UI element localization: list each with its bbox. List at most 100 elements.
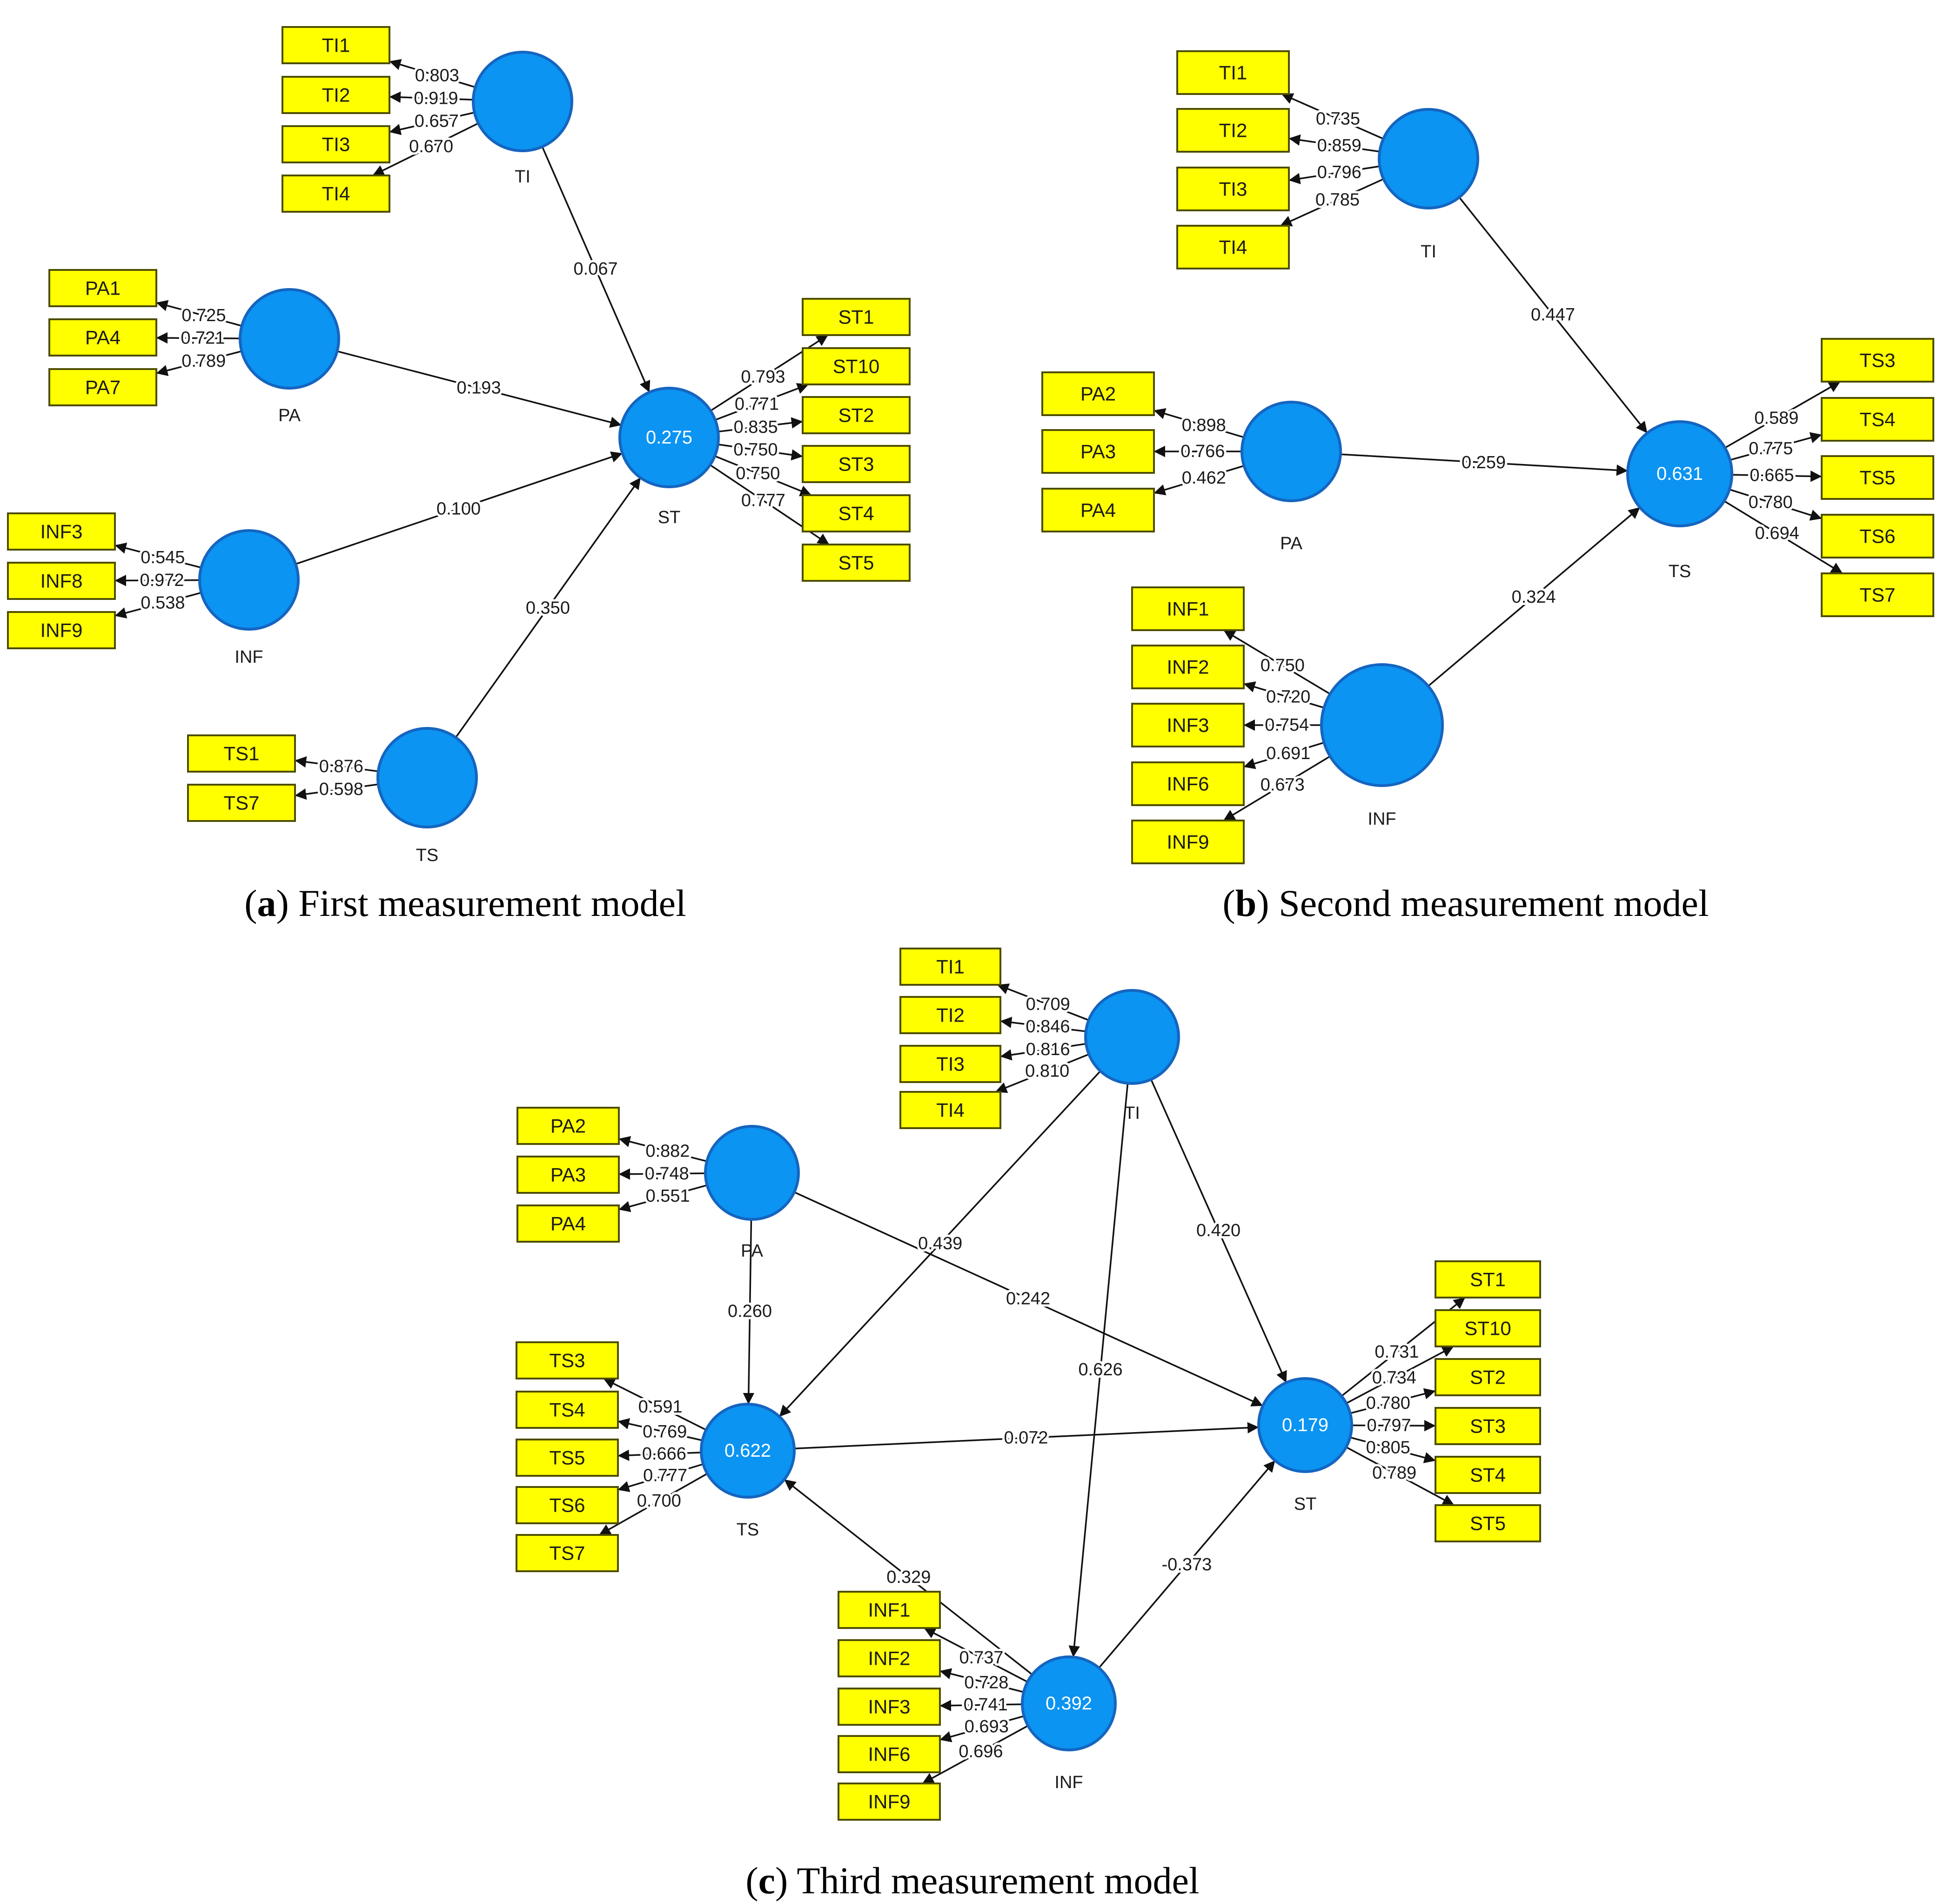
indicator-ts4-c[interactable]: TS4: [516, 1391, 619, 1429]
indicator-st2-c[interactable]: ST2: [1435, 1358, 1541, 1396]
indicator-box[interactable]: [516, 1534, 619, 1572]
indicator-inf9-a[interactable]: INF9: [7, 611, 116, 649]
indicator-box[interactable]: [282, 26, 390, 64]
indicator-pa1-a[interactable]: PA1: [48, 269, 157, 307]
latent-circle[interactable]: [376, 727, 478, 828]
latent-ts-a[interactable]: TS: [376, 727, 478, 865]
indicator-inf3-a[interactable]: INF3: [7, 512, 116, 551]
indicator-box[interactable]: [802, 445, 911, 483]
indicator-st3-a[interactable]: ST3: [802, 445, 911, 483]
latent-ti-a[interactable]: TI: [472, 51, 573, 187]
indicator-box[interactable]: [1131, 645, 1245, 689]
indicator-ts5-c[interactable]: TS5: [516, 1439, 619, 1477]
indicator-inf9-c[interactable]: INF9: [838, 1783, 941, 1821]
indicator-ts5-b[interactable]: TS5: [1821, 455, 1934, 500]
indicator-box[interactable]: [516, 1439, 619, 1477]
indicator-box[interactable]: [48, 318, 157, 357]
indicator-box[interactable]: [899, 1091, 1001, 1129]
latent-circle[interactable]: [1241, 401, 1342, 502]
latent-circle[interactable]: [198, 529, 300, 631]
indicator-box[interactable]: [1131, 703, 1245, 747]
indicator-box[interactable]: [516, 1204, 620, 1243]
indicator-box[interactable]: [1176, 167, 1290, 211]
indicator-box[interactable]: [802, 494, 911, 532]
indicator-box[interactable]: [838, 1783, 941, 1821]
indicator-box[interactable]: [802, 396, 911, 434]
indicator-box[interactable]: [282, 125, 390, 163]
indicator-ti4-c[interactable]: TI4: [899, 1091, 1001, 1129]
indicator-box[interactable]: [1435, 1456, 1541, 1494]
indicator-ts7-a[interactable]: TS7: [187, 784, 296, 822]
indicator-box[interactable]: [899, 1045, 1001, 1083]
indicator-box[interactable]: [7, 562, 116, 600]
indicator-ti4-b[interactable]: TI4: [1176, 225, 1290, 269]
indicator-inf2-b[interactable]: INF2: [1131, 645, 1245, 689]
latent-ti-c[interactable]: TI: [1084, 989, 1180, 1123]
indicator-box[interactable]: [516, 1341, 619, 1379]
indicator-box[interactable]: [48, 269, 157, 307]
indicator-box[interactable]: [1131, 586, 1245, 631]
indicator-ti2-a[interactable]: TI2: [282, 76, 390, 114]
indicator-ts3-c[interactable]: TS3: [516, 1341, 619, 1379]
indicator-ti3-a[interactable]: TI3: [282, 125, 390, 163]
indicator-ts3-b[interactable]: TS3: [1821, 338, 1934, 383]
indicator-st4-a[interactable]: ST4: [802, 494, 911, 532]
latent-circle[interactable]: [239, 288, 340, 390]
indicator-inf3-b[interactable]: INF3: [1131, 703, 1245, 747]
indicator-inf6-b[interactable]: INF6: [1131, 761, 1245, 806]
indicator-inf2-c[interactable]: INF2: [838, 1639, 941, 1677]
indicator-ts6-b[interactable]: TS6: [1821, 514, 1934, 558]
indicator-ts1-a[interactable]: TS1: [187, 734, 296, 773]
indicator-box[interactable]: [802, 298, 911, 336]
latent-circle[interactable]: [1257, 1377, 1353, 1473]
indicator-box[interactable]: [282, 76, 390, 114]
latent-circle[interactable]: [1021, 1655, 1117, 1751]
indicator-box[interactable]: [802, 347, 911, 385]
indicator-box[interactable]: [516, 1156, 620, 1194]
indicator-box[interactable]: [838, 1591, 941, 1629]
indicator-st10-a[interactable]: ST10: [802, 347, 911, 385]
indicator-box[interactable]: [1821, 572, 1934, 617]
indicator-pa3-b[interactable]: PA3: [1041, 429, 1155, 474]
indicator-inf1-b[interactable]: INF1: [1131, 586, 1245, 631]
latent-circle[interactable]: [704, 1125, 800, 1221]
latent-inf-b[interactable]: INF: [1320, 663, 1444, 829]
indicator-box[interactable]: [1176, 108, 1290, 153]
indicator-inf9-b[interactable]: INF9: [1131, 820, 1245, 864]
indicator-st2-a[interactable]: ST2: [802, 396, 911, 434]
indicator-ts6-c[interactable]: TS6: [516, 1486, 619, 1524]
indicator-pa4-c[interactable]: PA4: [516, 1204, 620, 1243]
indicator-box[interactable]: [7, 512, 116, 551]
indicator-box[interactable]: [1435, 1407, 1541, 1445]
indicator-box[interactable]: [1041, 488, 1155, 532]
indicator-box[interactable]: [1435, 1309, 1541, 1347]
indicator-box[interactable]: [1821, 455, 1934, 500]
latent-circle[interactable]: [1626, 420, 1733, 527]
indicator-ti2-c[interactable]: TI2: [899, 996, 1001, 1034]
latent-circle[interactable]: [618, 387, 720, 488]
latent-pa-a[interactable]: PA: [239, 288, 340, 425]
latent-circle[interactable]: [1378, 108, 1479, 209]
indicator-pa2-c[interactable]: PA2: [516, 1107, 620, 1145]
indicator-ti1-b[interactable]: TI1: [1176, 50, 1290, 95]
indicator-box[interactable]: [1131, 761, 1245, 806]
indicator-ti1-a[interactable]: TI1: [282, 26, 390, 64]
indicator-st5-c[interactable]: ST5: [1435, 1504, 1541, 1542]
indicator-ti3-c[interactable]: TI3: [899, 1045, 1001, 1083]
indicator-ti4-a[interactable]: TI4: [282, 175, 390, 213]
latent-circle[interactable]: [472, 51, 573, 152]
indicator-pa4-a[interactable]: PA4: [48, 318, 157, 357]
indicator-box[interactable]: [282, 175, 390, 213]
indicator-ts4-b[interactable]: TS4: [1821, 397, 1934, 442]
indicator-box[interactable]: [48, 368, 157, 406]
indicator-st1-a[interactable]: ST1: [802, 298, 911, 336]
indicator-st4-c[interactable]: ST4: [1435, 1456, 1541, 1494]
indicator-box[interactable]: [516, 1107, 620, 1145]
indicator-ts7-c[interactable]: TS7: [516, 1534, 619, 1572]
indicator-st3-c[interactable]: ST3: [1435, 1407, 1541, 1445]
latent-pa-c[interactable]: PA: [704, 1125, 800, 1261]
